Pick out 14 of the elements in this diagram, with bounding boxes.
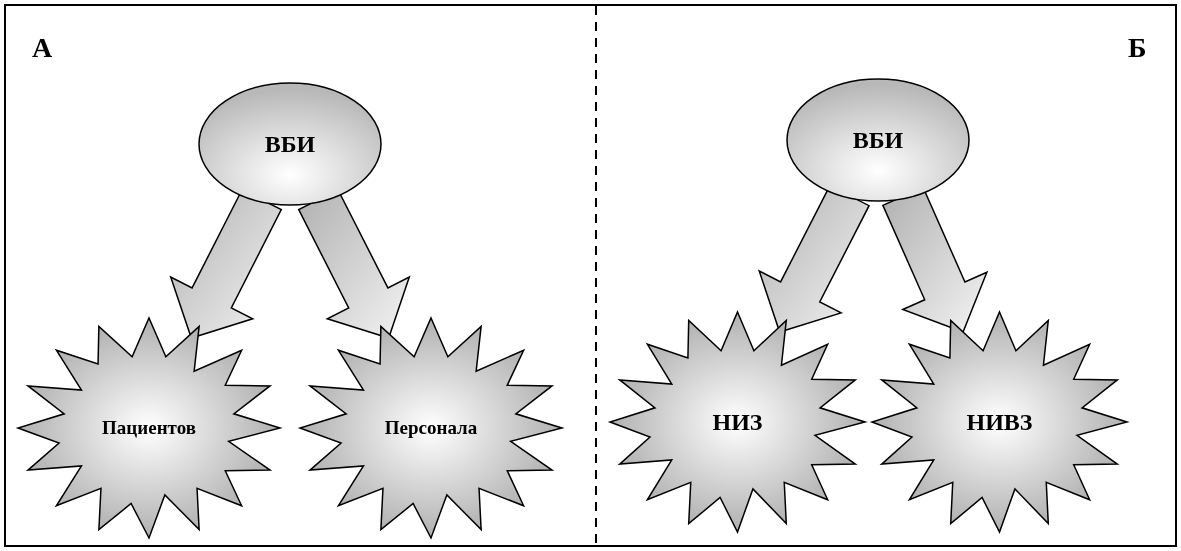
panel-letter: Б (1128, 32, 1147, 64)
starburst-node (300, 318, 562, 538)
node-label: ВБИ (851, 126, 905, 154)
starburst-node (610, 312, 865, 532)
starburst-node (872, 312, 1127, 532)
ellipse-node (198, 82, 382, 206)
node-label: Пациентов (101, 417, 197, 439)
node-label: ВБИ (263, 130, 317, 158)
panel-letter: А (32, 32, 53, 64)
node-label: НИВЗ (965, 408, 1034, 436)
starburst-node (18, 318, 280, 538)
node-label: НИЗ (711, 408, 764, 436)
node-label: Персонала (383, 417, 479, 439)
ellipse-node (786, 78, 970, 202)
